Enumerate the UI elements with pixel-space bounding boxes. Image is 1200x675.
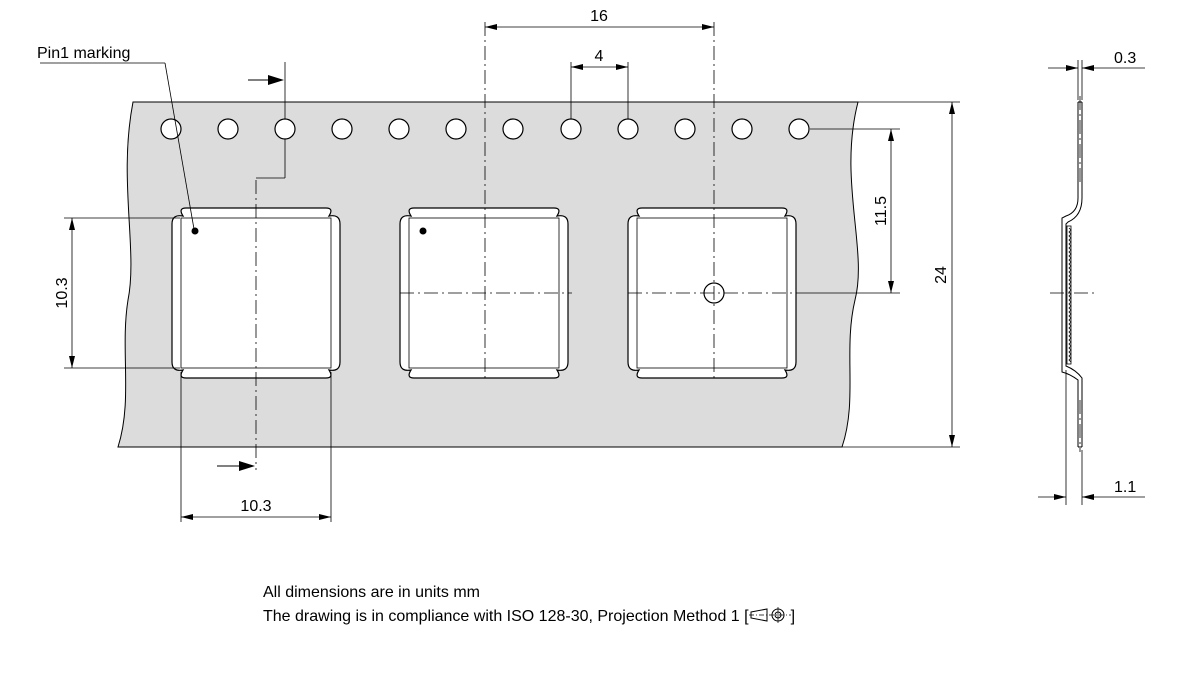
sprocket-hole bbox=[674, 118, 696, 140]
compliance-note: The drawing is in compliance with ISO 12… bbox=[263, 607, 795, 626]
pin1-label: Pin1 marking bbox=[37, 45, 130, 62]
side-view bbox=[1050, 96, 1096, 452]
sprocket-hole bbox=[331, 118, 353, 140]
projection-method-icon bbox=[748, 607, 791, 623]
sprocket-hole bbox=[502, 118, 524, 140]
dimension-hole-to-center-label: 11.5 bbox=[873, 196, 890, 226]
dimension-tape-width-label: 24 bbox=[933, 266, 950, 284]
center-lines bbox=[255, 22, 800, 470]
dimension-pocket-width-label: 10.3 bbox=[240, 498, 271, 515]
dimension-pitch: 16 bbox=[485, 8, 714, 30]
dimension-pocket-depth: 1.1 bbox=[1038, 370, 1145, 505]
dimension-tape-width: 24 bbox=[842, 101, 960, 448]
dimension-hole-to-center: 11.5 bbox=[800, 128, 900, 294]
units-note: All dimensions are in units mm bbox=[263, 584, 480, 601]
dimension-pocket-width: 10.3 bbox=[180, 372, 332, 522]
dimension-tape-thickness: 0.3 bbox=[1048, 50, 1145, 100]
pin1-marking-dot bbox=[191, 227, 199, 235]
dimension-tape-thickness-label: 0.3 bbox=[1114, 50, 1136, 67]
pin1-marking-dot bbox=[419, 227, 427, 235]
sprocket-offset-indicator bbox=[248, 62, 286, 179]
dimension-hole-pitch: 4 bbox=[570, 48, 629, 119]
compliance-note-text: The drawing is in compliance with ISO 12… bbox=[263, 608, 749, 625]
dimension-pocket-height: 10.3 bbox=[54, 217, 180, 369]
sprocket-hole bbox=[731, 118, 753, 140]
compliance-note-suffix: ] bbox=[790, 608, 796, 625]
dimension-pitch-label: 16 bbox=[590, 8, 608, 25]
sprocket-hole bbox=[274, 118, 296, 140]
sprocket-hole bbox=[560, 118, 582, 140]
sprocket-hole bbox=[788, 118, 810, 140]
sprocket-hole bbox=[445, 118, 467, 140]
sprocket-hole bbox=[617, 118, 639, 140]
dimension-pocket-height-label: 10.3 bbox=[54, 277, 71, 308]
pocket-offset-indicator bbox=[217, 461, 255, 471]
sprocket-hole bbox=[217, 118, 239, 140]
dimension-pocket-depth-label: 1.1 bbox=[1114, 479, 1136, 496]
sprocket-hole bbox=[388, 118, 410, 140]
dimension-hole-pitch-label: 4 bbox=[595, 48, 604, 65]
